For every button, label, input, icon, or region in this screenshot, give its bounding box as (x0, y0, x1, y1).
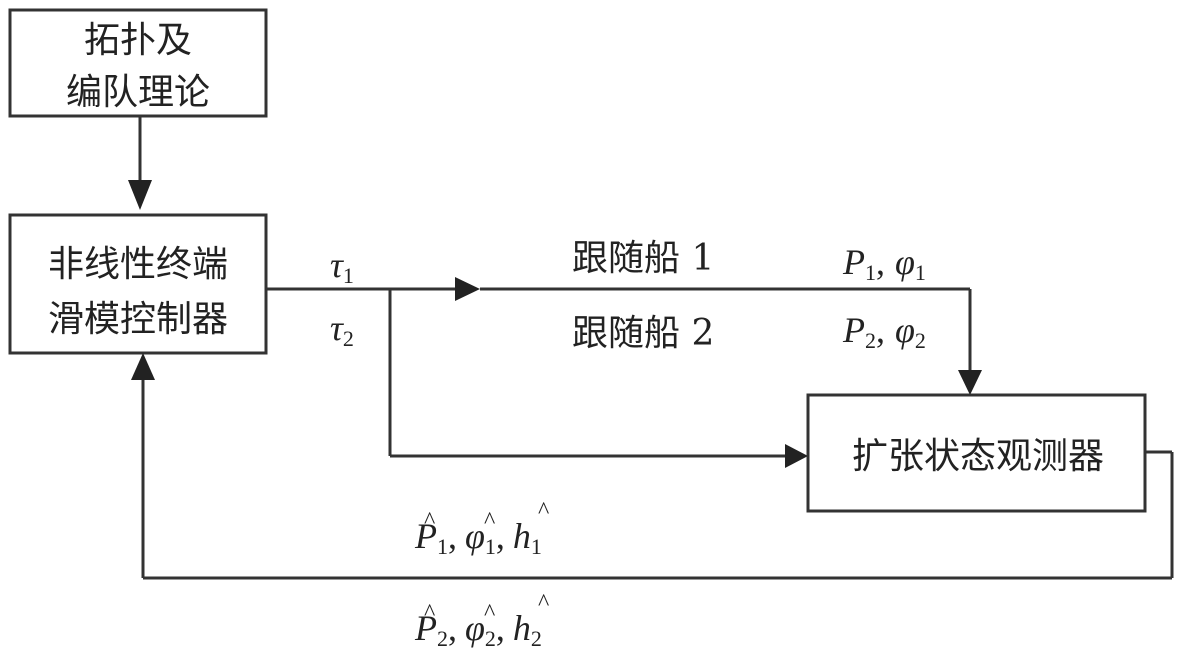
svg-text:P2,φ2,h2: P2,φ2,h2 (414, 608, 542, 651)
svg-text:P1,φ1,h1: P1,φ1,h1 (414, 516, 542, 559)
observer-label: 扩张状态观测器 (852, 436, 1104, 477)
tau2-label: τ2 (330, 308, 354, 351)
arrowhead-down (128, 180, 152, 210)
output1-label: P1,φ1 (842, 242, 926, 285)
topology-node: 拓扑及 编队理论 (8, 8, 268, 118)
svg-text:^: ^ (424, 508, 435, 534)
svg-text:^: ^ (538, 590, 549, 616)
edge-topology-to-controller (128, 116, 152, 210)
arrowhead-right (455, 277, 480, 301)
output2-label: P2,φ2 (842, 310, 926, 353)
edge-feedback (131, 353, 1174, 580)
svg-text:^: ^ (484, 508, 495, 534)
arrowhead-right (785, 444, 808, 468)
svg-text:^: ^ (538, 498, 549, 524)
arrowhead-up (131, 353, 155, 380)
ship1-label: 跟随船 1 (572, 238, 714, 279)
observer-node: 扩张状态观测器 (806, 393, 1147, 513)
topology-label-line1: 拓扑及 (84, 20, 192, 61)
tau1-label: τ1 (330, 245, 354, 288)
estimate2-label: P2,φ2,h2 ^ ^ ^ (414, 590, 549, 651)
svg-text:^: ^ (484, 600, 495, 626)
controller-node: 非线性终端 滑模控制器 (8, 213, 268, 355)
svg-text:^: ^ (424, 600, 435, 626)
controller-label-line1: 非线性终端 (48, 244, 228, 285)
topology-label-line2: 编队理论 (66, 72, 210, 113)
arrowhead-down (958, 370, 982, 395)
edge-control-signals (266, 277, 982, 468)
ship2-label: 跟随船 2 (572, 313, 714, 354)
estimate1-label: P1,φ1,h1 ^ ^ ^ (414, 498, 549, 559)
controller-label-line2: 滑模控制器 (48, 299, 228, 340)
